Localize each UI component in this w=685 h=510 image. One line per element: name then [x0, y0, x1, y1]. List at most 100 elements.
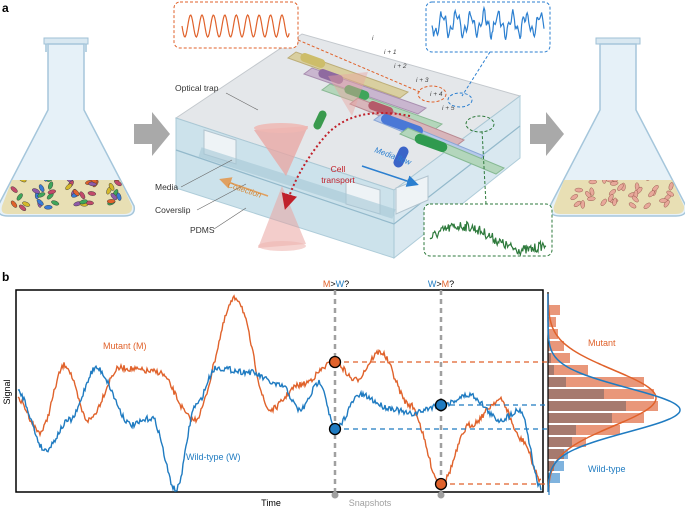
bacterium	[663, 157, 672, 164]
bacterium	[663, 199, 670, 208]
bacterium	[22, 201, 31, 207]
bacterium	[628, 202, 637, 209]
snapshot-dot-2	[437, 491, 445, 499]
question-m-gt-w: M>W?	[323, 279, 349, 289]
histogram-bar	[548, 461, 564, 471]
snapshot-mutant-point-2	[434, 477, 448, 491]
bacterium	[51, 200, 60, 206]
bacterium	[667, 157, 676, 165]
x-axis-label: Time	[261, 498, 281, 508]
media-label: Media	[155, 182, 178, 192]
panel-b-label: b	[2, 270, 9, 284]
process-arrow-left	[134, 112, 170, 156]
trapped-cell	[313, 110, 327, 130]
optical-trap-leader	[225, 92, 259, 111]
lane-labels: i i + 1 i + 2 i + 3 i + 4 i + 5	[372, 35, 455, 112]
left-flask-cells	[1, 180, 133, 214]
bacterium	[666, 190, 674, 197]
bacterium	[42, 180, 48, 182]
bacterium	[47, 189, 56, 195]
bacterium	[587, 196, 596, 201]
lane-label-3: i + 3	[416, 77, 429, 84]
snapshot-mutant-point-1	[328, 355, 342, 369]
coverslip-leader	[196, 183, 247, 211]
mutant-trace	[17, 294, 541, 489]
inset-green	[423, 115, 553, 257]
bacterium	[90, 180, 98, 184]
bacterium	[79, 191, 86, 200]
wildtype-density-curve	[547, 294, 681, 493]
snapshots-label: Snapshots	[349, 498, 392, 508]
bacterium	[573, 200, 582, 208]
wildtype-label: Wild-type (W)	[186, 452, 241, 462]
cell-transport-label-2: transport	[321, 175, 355, 185]
bacterium	[110, 193, 118, 201]
question-w-gt-m: W>M?	[428, 279, 454, 289]
media-flow-arrow	[361, 165, 419, 187]
lane-1	[286, 51, 410, 99]
histogram-bar	[548, 401, 626, 411]
lane-label-4: i + 4	[430, 91, 443, 98]
histogram-bar	[548, 341, 564, 351]
mutant-label: Mutant (M)	[103, 341, 147, 351]
bacterium	[32, 188, 40, 194]
hist-mutant-label: Mutant	[588, 338, 616, 348]
inset-orange	[173, 1, 447, 103]
hist-wildtype-label: Wild-type	[588, 464, 626, 474]
bacterium	[19, 204, 27, 211]
lane-label-0: i	[372, 35, 374, 42]
histogram-bar	[548, 389, 604, 399]
bacterium	[106, 199, 116, 204]
histogram-bar	[548, 353, 570, 363]
bacterium	[79, 199, 88, 205]
bacterium	[46, 180, 54, 182]
coverslip-label: Coverslip	[155, 205, 191, 215]
bacterium	[10, 200, 18, 208]
right-flask-cells	[553, 157, 685, 214]
bacterium	[18, 180, 27, 183]
lane-label-2: i + 2	[394, 63, 407, 70]
bacterium	[574, 187, 584, 193]
snapshot-wild-point-2	[434, 398, 448, 412]
left-flask	[0, 37, 136, 217]
pdms-label: PDMS	[190, 225, 215, 235]
collection-arrow	[219, 177, 269, 197]
bacterium	[580, 200, 585, 209]
histogram-bar	[548, 365, 588, 375]
bacterium	[631, 195, 639, 203]
cell-transport-label-1: Cell	[331, 164, 346, 174]
histogram-bar	[548, 365, 554, 375]
histogram-bar	[548, 377, 566, 387]
inset-blue	[425, 1, 551, 108]
histogram-bar	[548, 437, 572, 447]
bacterium	[648, 190, 655, 198]
bacterium	[44, 205, 53, 210]
histogram-bar	[548, 353, 551, 363]
bacterium	[116, 192, 122, 201]
snapshot-dot-1	[331, 491, 339, 499]
right-flask	[548, 37, 685, 217]
bacterium	[16, 193, 23, 201]
snapshot-wild-point-1	[328, 422, 342, 436]
media-leader	[180, 159, 233, 188]
bacterium	[114, 180, 122, 187]
histogram-bar	[548, 317, 556, 327]
signal-plot	[15, 289, 548, 499]
histogram-bar	[548, 425, 620, 435]
bacterium	[668, 182, 674, 191]
bacterium	[108, 182, 115, 191]
bacterium	[65, 183, 73, 191]
lane-label-1: i + 1	[384, 49, 397, 56]
bacterium	[589, 187, 595, 196]
histogram-bar	[548, 329, 558, 339]
bacterium	[612, 197, 618, 207]
bacterium	[617, 183, 624, 191]
bacterium	[72, 189, 80, 197]
bacterium	[643, 202, 651, 210]
bacterium	[602, 180, 607, 184]
process-arrow-right	[530, 112, 564, 156]
histogram-bar	[548, 461, 554, 471]
bacterium	[570, 194, 579, 201]
bacterium	[588, 180, 597, 185]
bacterium	[610, 180, 618, 182]
